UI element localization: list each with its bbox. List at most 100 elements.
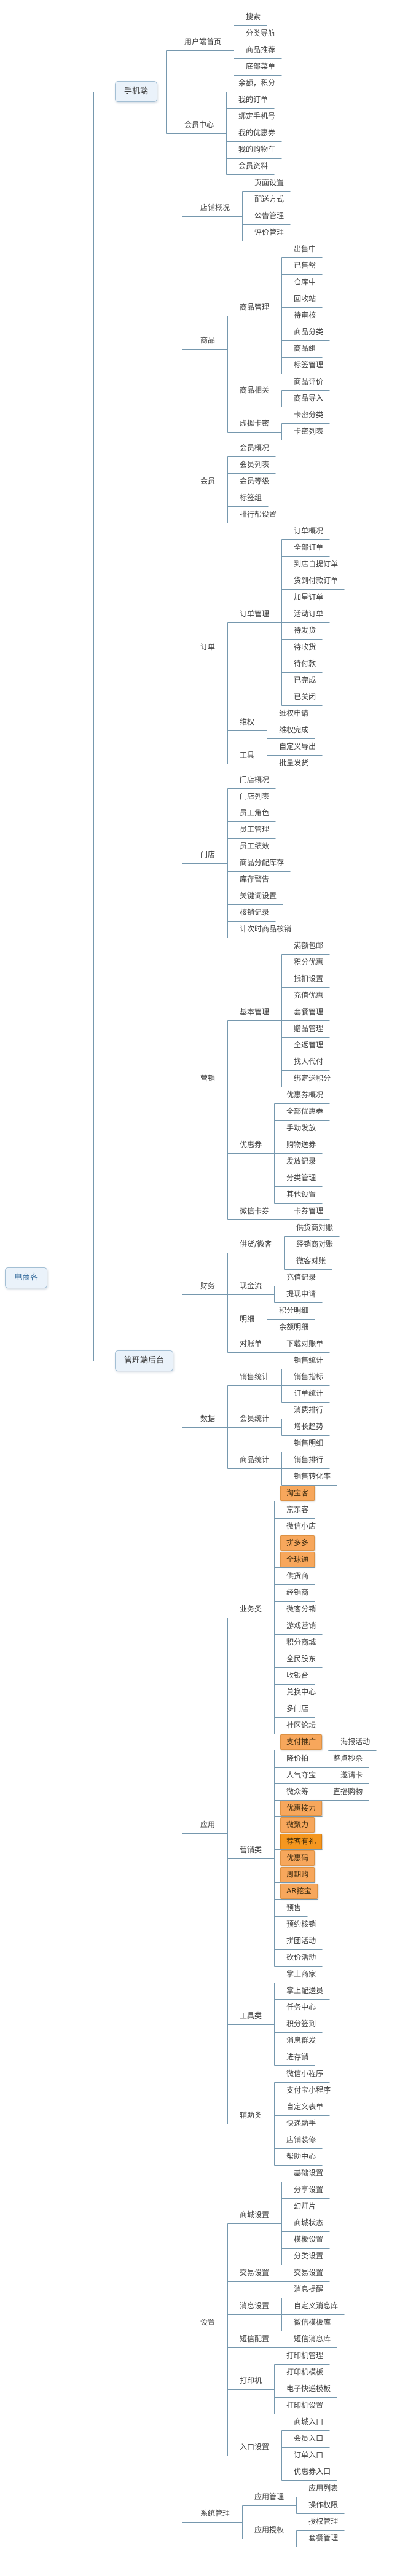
tree-node[interactable]: 会员资料 (238, 162, 269, 170)
tree-node[interactable]: 增长趋势 (294, 1422, 324, 1431)
tree-node[interactable]: 货到付款订单 (294, 576, 339, 585)
tree-node[interactable]: 余额，积分 (238, 79, 276, 87)
node-admin[interactable]: 管理端后台 (115, 1350, 174, 1371)
tree-node[interactable]: 自定义表单 (286, 2102, 324, 2111)
tree-node[interactable]: 设置 (200, 2318, 216, 2327)
tree-node[interactable]: 系统管理 (200, 2508, 230, 2518)
tree-node[interactable]: 配送方式 (254, 195, 285, 203)
tree-node[interactable]: 业务类 (240, 1605, 262, 1613)
tree-node[interactable]: 支付宝小程序 (286, 2086, 331, 2094)
tree-node[interactable]: 店铺概况 (200, 203, 230, 212)
tree-node[interactable]: 订单概况 (294, 527, 324, 535)
tree-node[interactable]: 订单入口 (294, 2451, 324, 2459)
tree-node[interactable]: 会员概况 (240, 444, 270, 452)
tree-node[interactable]: 京东客 (286, 1505, 309, 1514)
tree-node[interactable]: 授权管理 (308, 2517, 339, 2526)
tree-node[interactable]: 绑定手机号 (238, 112, 276, 120)
tree-node[interactable]: 会员入口 (294, 2434, 324, 2443)
tree-node[interactable]: 余额明细 (279, 1323, 309, 1331)
tree-node[interactable]: 标签组 (240, 493, 262, 502)
tree-node[interactable]: 销售统计 (294, 1356, 324, 1364)
tree-node[interactable]: 打印机设置 (286, 2401, 324, 2410)
tree-node[interactable]: 员工绩效 (240, 842, 270, 850)
tree-node[interactable]: 积分优惠 (294, 958, 324, 966)
tree-node[interactable]: 卡密列表 (294, 427, 324, 436)
tree-node[interactable]: 维权申请 (279, 709, 309, 718)
tree-node[interactable]: 订单统计 (294, 1389, 324, 1398)
tree-node[interactable]: 用户端首页 (184, 37, 222, 46)
tree-node[interactable]: 任务中心 (286, 2003, 316, 2011)
tree-node[interactable]: 快递助手 (286, 2119, 316, 2128)
tree-node[interactable]: 商品相关 (240, 385, 270, 394)
tree-node[interactable]: 幻灯片 (294, 2202, 316, 2210)
tree-node[interactable]: 微众筹 (286, 1787, 309, 1796)
tree-node[interactable]: 营销类 (240, 1845, 262, 1854)
tree-node[interactable]: AR挖宝 (280, 1884, 318, 1899)
tree-node[interactable]: 充值记录 (286, 1273, 316, 1282)
tree-node[interactable]: 优惠接力 (280, 1801, 323, 1816)
tree-node[interactable]: 打印机管理 (286, 2351, 324, 2360)
tree-node[interactable]: 打印机模板 (286, 2368, 324, 2376)
tree-node[interactable]: 已关闭 (294, 692, 316, 701)
tree-node[interactable]: 明细 (240, 1314, 255, 1323)
tree-node[interactable]: 操作权限 (308, 2500, 339, 2509)
tree-node[interactable]: 赠品管理 (294, 1024, 324, 1033)
tree-node[interactable]: 优惠券概况 (286, 1090, 324, 1099)
tree-node[interactable]: 会员 (200, 477, 216, 485)
tree-node[interactable]: 页面设置 (254, 178, 285, 187)
tree-node[interactable]: 待审核 (294, 311, 316, 319)
tree-node[interactable]: 拼多多 (280, 1535, 315, 1551)
tree-node[interactable]: 基本管理 (240, 1008, 270, 1016)
tree-node[interactable]: 微信小程序 (286, 2069, 324, 2078)
tree-node[interactable]: 应用授权 (254, 2525, 285, 2534)
tree-node[interactable]: 商城入口 (294, 2417, 324, 2426)
tree-node[interactable]: 库存警告 (240, 875, 270, 883)
tree-node[interactable]: 分类设置 (294, 2252, 324, 2260)
tree-node[interactable]: 门店列表 (240, 792, 270, 801)
tree-node[interactable]: 供货商 (286, 1572, 309, 1580)
tree-node[interactable]: 商品管理 (240, 302, 270, 311)
tree-node[interactable]: 虚拟卡密 (240, 418, 270, 428)
tree-node[interactable]: 供货/微客 (240, 1240, 272, 1248)
tree-node[interactable]: 交易设置 (294, 2268, 324, 2277)
tree-node[interactable]: 分类管理 (286, 1173, 316, 1182)
tree-node[interactable]: 仓库中 (294, 278, 316, 286)
tree-node[interactable]: 充值优惠 (294, 991, 324, 1000)
tree-node[interactable]: 活动订单 (294, 609, 324, 618)
tree-node[interactable]: 回收站 (294, 294, 316, 303)
tree-node[interactable]: 员工角色 (240, 808, 270, 817)
tree-node[interactable]: 游戏营销 (286, 1621, 316, 1630)
tree-node[interactable]: 标签管理 (294, 361, 324, 369)
tree-node[interactable]: 我的购物车 (238, 145, 276, 154)
tree-node[interactable]: 关键词设置 (240, 891, 277, 900)
tree-node[interactable]: 评价管理 (254, 228, 285, 237)
tree-node[interactable]: 到店自提订单 (294, 560, 339, 568)
tree-node[interactable]: 降价拍 (286, 1754, 309, 1763)
tree-node[interactable]: 销售统计 (240, 1372, 270, 1381)
tree-node[interactable]: 数据 (200, 1414, 216, 1423)
tree-node[interactable]: 掌上配送员 (286, 1986, 324, 1995)
tree-node[interactable]: 核销记录 (240, 908, 270, 917)
tree-node[interactable]: 营销 (200, 1074, 216, 1082)
tree-node[interactable]: 商品统计 (240, 1455, 270, 1464)
tree-node[interactable]: 门店概况 (240, 775, 270, 784)
tree-node[interactable]: 订单管理 (240, 609, 270, 618)
tree-node[interactable]: 待付款 (294, 659, 316, 668)
tree-node[interactable]: 微客对账 (296, 1256, 326, 1265)
tree-node[interactable]: 全部订单 (294, 543, 324, 552)
tree-node[interactable]: 销售排行 (294, 1455, 324, 1464)
tree-node[interactable]: 支付推广 (280, 1734, 323, 1750)
tree-node[interactable]: 直播购物 (333, 1787, 363, 1796)
tree-node[interactable]: 消息群发 (286, 2036, 316, 2045)
tree-node[interactable]: 周期购 (280, 1867, 315, 1882)
tree-node[interactable]: 分类导航 (246, 29, 276, 37)
tree-node[interactable]: 提现申请 (286, 1290, 316, 1298)
tree-node[interactable]: 商品评价 (294, 377, 324, 386)
tree-node[interactable]: 现金流 (240, 1281, 262, 1290)
tree-node[interactable]: 卡密分类 (294, 410, 324, 419)
tree-node[interactable]: 待发货 (294, 626, 316, 635)
tree-node[interactable]: 店铺装修 (286, 2136, 316, 2144)
tree-node[interactable]: 兑换中心 (286, 1688, 316, 1696)
tree-node[interactable]: 门店 (200, 850, 216, 859)
tree-node[interactable]: 商品推荐 (246, 45, 276, 54)
